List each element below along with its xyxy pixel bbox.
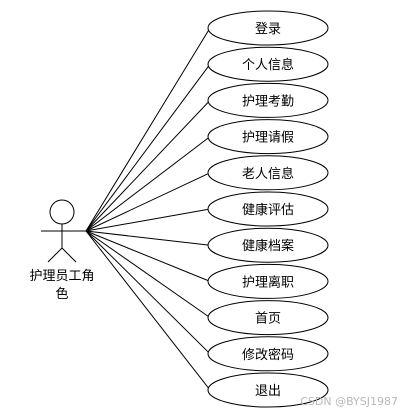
use-case-ellipse [207,119,329,155]
use-case-label: 首页 [255,312,281,327]
association-line [85,63,211,232]
association-line [85,136,211,232]
use-case[interactable]: 登录 [207,10,329,46]
use-case-ellipse [207,191,329,227]
use-case-label: 登录 [255,22,281,37]
use-case[interactable]: 健康档案 [207,227,329,263]
actor-name-line1: 护理员工角 [29,269,94,284]
association-lines [85,27,211,391]
association-line [85,230,211,282]
use-case[interactable]: 老人信息 [207,155,329,191]
actor-left-leg [47,247,63,263]
actor-figure: 护理员工角 色 [29,199,95,302]
association-line [85,27,211,232]
use-case[interactable]: 首页 [207,300,329,336]
use-case-label: 修改密码 [242,347,294,363]
use-case[interactable]: 护理考勤 [207,82,329,118]
use-case-ellipse [207,155,329,191]
use-case[interactable]: 健康评估 [207,191,329,227]
use-case[interactable]: 修改密码 [207,336,329,372]
use-case-label: 健康评估 [242,202,294,218]
use-case-ellipse [207,372,329,408]
use-case-ellipse [207,263,329,299]
use-case-label: 护理请假 [242,131,294,146]
use-case-label: 健康档案 [242,238,294,254]
actor-head [49,199,75,225]
use-case[interactable]: 个人信息 [207,46,329,82]
use-case-ellipse [207,336,329,372]
use-case-ellipse [207,46,329,82]
use-case[interactable]: 退出 [207,372,329,408]
use-case-label: 个人信息 [242,57,294,73]
association-line [85,230,211,391]
use-case-ellipse [207,300,329,336]
use-case-label: 退出 [255,384,281,399]
watermark: CSDN @BYSJ1987 [300,395,398,408]
use-case-ellipse [207,82,329,118]
association-line [85,100,211,232]
association-line [85,172,211,232]
use-case[interactable]: 护理离职 [207,263,329,299]
use-case-label: 老人信息 [242,166,294,182]
association-line [85,230,211,355]
association-line [85,208,211,232]
use-case-label: 护理考勤 [242,94,294,109]
association-line [85,230,211,246]
use-case-label: 护理离职 [242,274,294,290]
actor-name-line2: 色 [55,286,68,302]
association-line [85,230,211,319]
use-case-ellipse [207,227,329,263]
use-case-ellipse [207,10,329,46]
actor-right-leg [61,247,77,263]
use-case[interactable]: 护理请假 [207,119,329,155]
